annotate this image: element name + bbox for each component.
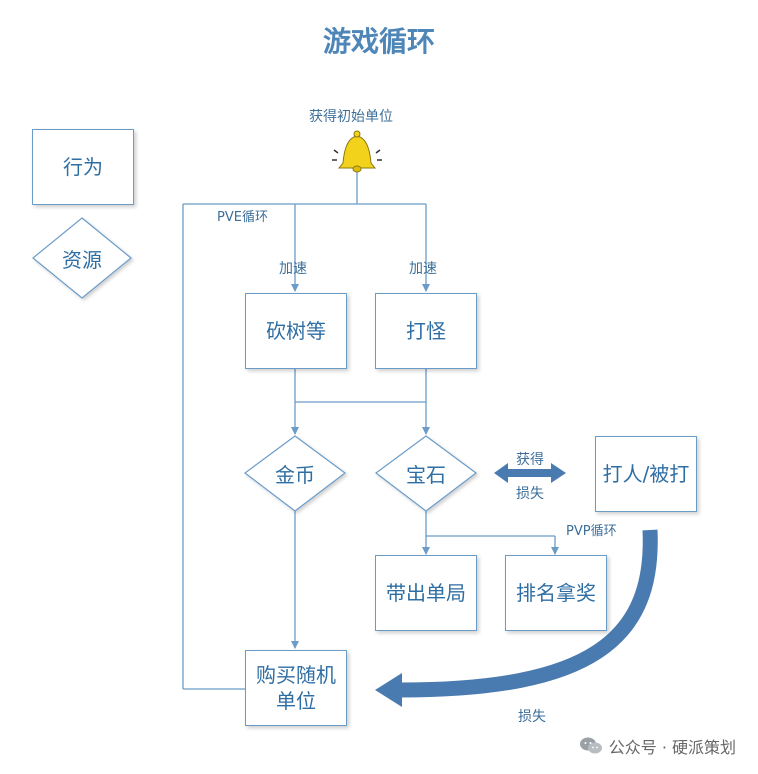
loss-label-bottom: 损失 [518, 709, 546, 725]
buy-unit-box: 购买随机 单位 [245, 650, 347, 726]
speed-label-right: 加速 [409, 261, 437, 277]
loss-label-top: 损失 [516, 486, 544, 502]
pvp-loop-label: PVP循环 [566, 524, 617, 539]
chop-trees-box: 砍树等 [245, 293, 347, 369]
gold-label: 金币 [275, 462, 315, 487]
rank-reward-box: 排名拿奖 [505, 555, 607, 631]
bell-icon [332, 130, 382, 173]
fight-monsters-box: 打怪 [375, 293, 477, 369]
loss-curved-arrow [399, 529, 658, 698]
gain-loss-double-arrow [494, 463, 566, 483]
legend-resource-diamond [32, 217, 132, 299]
diagram-title: 游戏循环 [322, 25, 435, 58]
legend-resource-label: 资源 [62, 247, 102, 272]
carry-out-box: 带出单局 [375, 555, 477, 631]
legend-action-box: 行为 [32, 129, 134, 205]
watermark: 公众号 · 硬派策划 [579, 734, 736, 758]
gain-label: 获得 [516, 452, 544, 468]
gem-diamond [374, 435, 478, 512]
wechat-icon [579, 737, 602, 754]
watermark-text: 公众号 · 硬派策划 [608, 738, 736, 757]
gold-diamond [243, 435, 347, 512]
gem-label: 宝石 [406, 462, 446, 487]
speed-label-left: 加速 [279, 261, 307, 277]
pvp-fight-box: 打人/被打 [595, 436, 697, 512]
pve-loop-label: PVE循环 [217, 210, 268, 225]
start-label: 获得初始单位 [309, 109, 393, 125]
buy-unit-label-line2: 单位 [276, 689, 316, 713]
loss-arrow-head [375, 673, 402, 707]
buy-unit-label-line1: 购买随机 [256, 663, 336, 687]
